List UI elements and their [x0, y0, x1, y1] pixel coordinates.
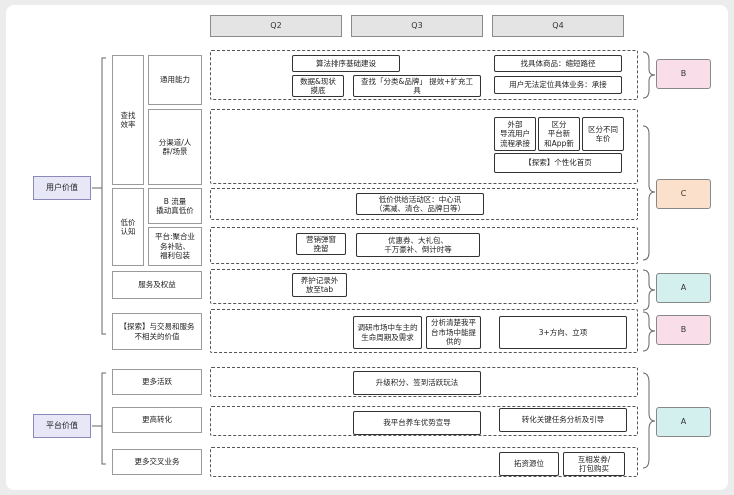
group-more-active: 更多活跃	[112, 369, 202, 395]
group-general-ability: 通用能力	[148, 55, 202, 105]
row-b-traffic	[210, 188, 638, 220]
group-channel-scene: 分渠道/人 群/场景	[148, 109, 202, 185]
priority-badge-b-top: B	[656, 59, 711, 89]
item-no-location: 用户无法定位具体业务：承接	[494, 76, 622, 94]
item-expand-resources: 拓资源位	[499, 452, 559, 476]
item-low-price-area: 低价供给活动区：中心讯 （满减、清仓、品牌日等）	[356, 193, 484, 215]
item-data-status: 数据&现状 摸底	[292, 75, 344, 97]
header-q3: Q3	[351, 15, 483, 37]
item-car-advantage: 我平台养车优势宣导	[353, 411, 481, 435]
row-general-ability	[210, 50, 638, 100]
row-more-active	[210, 367, 638, 397]
group-find-efficiency: 查找 效率	[112, 55, 144, 185]
row-channel-scene	[210, 109, 638, 184]
diagram-canvas: Q2 Q3 Q4 用户价值 平台价值 查找 效率 通用能力 分渠道/人 群/场景…	[6, 5, 728, 490]
group-platform-subsidy: 平台:聚合业 务补贴、 福利包装	[148, 227, 202, 266]
group-cross-business: 更多交叉业务	[112, 449, 202, 475]
item-three-directions: 3+方向、立项	[499, 316, 627, 349]
priority-badge-b-bottom: B	[656, 315, 711, 345]
item-find-goods: 找具体商品：缩短路径	[494, 55, 622, 72]
group-service-rights: 服务及权益	[112, 271, 202, 299]
header-q4: Q4	[492, 15, 624, 37]
item-mutual-coupon: 互相发券/ 打包购买	[563, 452, 625, 476]
connector-lines	[92, 51, 656, 469]
item-upgrade-points: 升级积分、签到活跃玩法	[353, 371, 481, 395]
priority-badge-a-top: A	[656, 273, 711, 303]
group-b-traffic: B 流量 撬动真低价	[148, 188, 202, 224]
item-coupons: 优惠券、大礼包、 千万豪补、倒计时等	[356, 233, 480, 257]
row-service-rights	[210, 269, 638, 304]
priority-badge-a-bottom: A	[656, 407, 711, 437]
item-external-traffic: 外部 导流用户 流程承接	[494, 117, 536, 151]
item-research-market: 调研市场中车主的 生命周期及需求	[353, 316, 422, 349]
category-platform-value: 平台价值	[33, 414, 91, 438]
item-key-task: 转化关键任务分析及引导	[499, 408, 627, 432]
row-cross-business	[210, 447, 638, 477]
item-region-car: 区分不同 车价	[582, 117, 624, 151]
item-personal-home: 【探索】个性化首页	[494, 153, 622, 173]
group-unrelated-value: 【探索】与交易和服务 不相关的价值	[112, 313, 202, 350]
priority-badge-c: C	[656, 179, 711, 209]
group-price-perception: 低价 认知	[112, 188, 144, 266]
item-region-platform: 区分 平台新 和App新	[538, 117, 580, 151]
item-analyze-market: 分析清楚我平 台市场中能提 供的	[426, 316, 481, 349]
group-higher-conversion: 更高转化	[112, 407, 202, 433]
item-algo-sort: 算法排序基础建设	[292, 55, 400, 72]
item-maintenance-tab: 养护记录外 放至tab	[292, 273, 347, 297]
header-q2: Q2	[210, 15, 342, 37]
category-user-value: 用户价值	[33, 176, 91, 200]
row-platform-subsidy	[210, 227, 638, 264]
item-marketing-popup: 营销弹窗 挽留	[296, 233, 346, 255]
row-higher-conversion	[210, 406, 638, 436]
item-search-brand: 查找「分类&品牌」 提效+扩充工 具	[353, 75, 481, 97]
row-unrelated-value	[210, 309, 638, 353]
